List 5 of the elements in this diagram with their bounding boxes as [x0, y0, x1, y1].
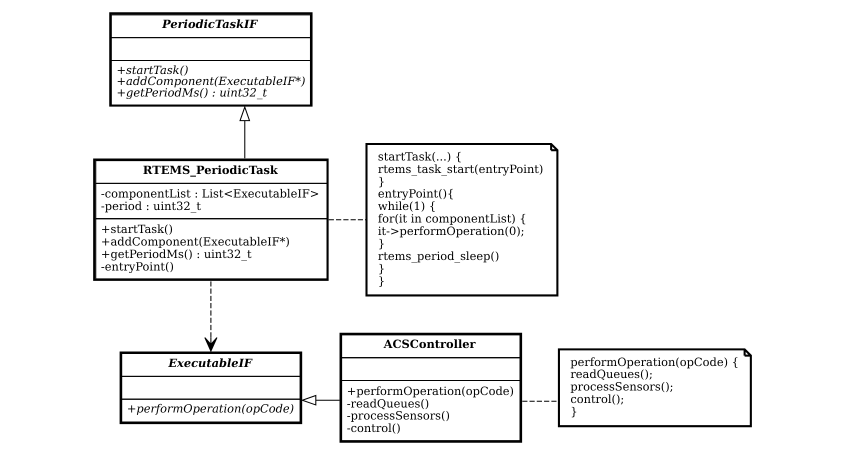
- arrow: [238, 106, 250, 158]
- connector: [522, 400, 558, 402]
- connector: [328, 219, 366, 220]
- arrow: [204, 281, 217, 352]
- arrow: [300, 394, 339, 406]
